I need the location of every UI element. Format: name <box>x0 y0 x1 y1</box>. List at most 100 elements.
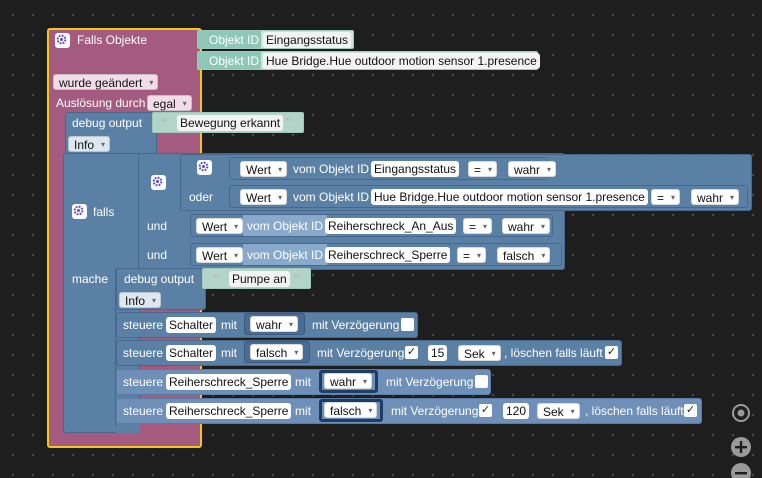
open-quote-icon: “ <box>213 271 220 286</box>
trigger-changed-dropdown[interactable]: wurde geändert ▾ <box>53 74 159 90</box>
property-dropdown[interactable]: Wert ▾ <box>196 218 244 234</box>
delay-checkbox[interactable]: ✓ <box>479 404 492 417</box>
object-field[interactable]: Reiherschreck_Sperre <box>166 374 292 390</box>
chevron-down-icon: ▾ <box>182 99 187 108</box>
zoom-in-button[interactable] <box>730 436 752 458</box>
object-field[interactable]: Schalter <box>166 345 217 361</box>
value-value: wahr <box>697 191 724 205</box>
clear-checkbox[interactable]: ✓ <box>605 346 618 359</box>
from-object-label: vom Objekt ID <box>247 248 324 262</box>
steuere-label: steuere <box>123 375 164 389</box>
chevron-down-icon: ▾ <box>294 348 299 357</box>
mit-label: mit <box>295 375 311 389</box>
property-value: Wert <box>246 191 272 205</box>
mit-label: mit <box>221 318 237 332</box>
object-field[interactable]: Hue Bridge.Hue outdoor motion sensor 1.p… <box>371 189 648 205</box>
zoom-out-icon <box>731 463 751 478</box>
value-dropdown[interactable]: falsch ▾ <box>497 247 551 263</box>
delay-label: mit Verzögerung <box>317 346 405 360</box>
clear-checkbox[interactable]: ✓ <box>684 404 697 417</box>
object-id-value[interactable]: Hue Bridge.Hue outdoor motion sensor 1.p… <box>263 53 540 69</box>
close-quote-icon: ” <box>293 271 300 286</box>
condition-3-tint <box>243 215 327 236</box>
chevron-down-icon: ▾ <box>368 406 373 415</box>
unit-dropdown[interactable]: Sek ▾ <box>537 403 580 419</box>
gear-icon[interactable] <box>197 160 212 175</box>
chevron-down-icon: ▾ <box>234 222 239 231</box>
operator-value: = <box>474 163 482 177</box>
debug-output-label: debug output <box>124 272 195 286</box>
property-value: Wert <box>246 163 272 177</box>
clear-label: , löschen falls läuft <box>585 404 684 418</box>
if-mache-label: mache <box>72 272 109 286</box>
operator-dropdown[interactable]: = ▾ <box>651 189 681 205</box>
zoom-out-button[interactable] <box>730 462 752 478</box>
debug-text[interactable]: Bewegung erkannt <box>177 115 284 131</box>
chevron-down-icon: ▾ <box>477 251 482 260</box>
delay-checkbox[interactable] <box>475 375 488 388</box>
gear-icon[interactable] <box>72 204 87 219</box>
delay-number[interactable]: 15 <box>428 345 448 361</box>
value-dropdown[interactable]: wahr ▾ <box>250 316 299 332</box>
value-value: wahr <box>256 318 283 332</box>
steuere-label: steuere <box>123 404 164 418</box>
property-dropdown[interactable]: Wert ▾ <box>196 247 244 263</box>
chevron-down-icon: ▾ <box>152 296 157 305</box>
object-id-label-1: Objekt ID <box>209 33 260 47</box>
and-label-2: und <box>147 248 168 262</box>
steuere-label: steuere <box>123 318 164 332</box>
property-value: Wert <box>202 249 228 263</box>
chevron-down-icon: ▾ <box>671 193 676 202</box>
delay-number[interactable]: 120 <box>503 403 530 419</box>
object-field[interactable]: Reiherschreck_An_Aus <box>325 218 457 234</box>
debug-text[interactable]: Pumpe an <box>229 271 290 287</box>
value-dropdown[interactable]: wahr ▾ <box>508 161 557 177</box>
object-field[interactable]: Reiherschreck_Sperre <box>166 403 292 419</box>
debug-level-dropdown[interactable]: Info ▾ <box>119 292 162 308</box>
delay-label: mit Verzögerung <box>312 318 400 332</box>
chevron-down-icon: ▾ <box>234 251 239 260</box>
recenter-button[interactable] <box>731 403 751 423</box>
value-value: falsch <box>503 249 535 263</box>
object-field[interactable]: Eingangsstatus <box>371 161 460 177</box>
target-icon <box>732 404 750 422</box>
chevron-down-icon: ▾ <box>541 222 546 231</box>
object-field[interactable]: Reiherschreck_Sperre <box>325 247 451 263</box>
action-block-3[interactable] <box>116 369 491 395</box>
gear-icon[interactable] <box>151 175 166 190</box>
debug-level-dropdown[interactable]: Info ▾ <box>68 136 111 152</box>
value-block-selected[interactable] <box>319 399 383 422</box>
trigger-by-dropdown[interactable]: egal ▾ <box>147 95 192 111</box>
operator-dropdown[interactable]: = ▾ <box>463 218 493 234</box>
object-id-value[interactable]: Eingangsstatus <box>263 32 352 48</box>
operator-dropdown[interactable]: = ▾ <box>457 247 487 263</box>
and-label-1: und <box>147 219 168 233</box>
chevron-down-icon: ▾ <box>541 251 546 260</box>
value-dropdown[interactable]: wahr ▾ <box>691 189 740 205</box>
chevron-down-icon: ▾ <box>149 78 154 87</box>
object-id-tint-1 <box>198 31 261 48</box>
delay-label: mit Verzögerung <box>391 404 479 418</box>
delay-checkbox[interactable]: ✓ <box>405 346 418 359</box>
value-value: wahr <box>330 375 357 389</box>
value-dropdown[interactable]: falsch ▾ <box>324 402 378 418</box>
delay-checkbox[interactable] <box>401 318 414 331</box>
value-dropdown[interactable]: wahr ▾ <box>502 218 551 234</box>
property-dropdown[interactable]: Wert ▾ <box>240 189 288 205</box>
value-dropdown[interactable]: falsch ▾ <box>250 344 304 360</box>
chevron-down-icon: ▾ <box>547 165 552 174</box>
value-dropdown[interactable]: wahr ▾ <box>324 373 373 389</box>
value-value: wahr <box>508 220 535 234</box>
operator-value: = <box>657 191 665 205</box>
trigger-by-value: egal <box>153 97 176 111</box>
property-dropdown[interactable]: Wert ▾ <box>240 161 288 177</box>
object-field[interactable]: Schalter <box>166 317 217 333</box>
text-block[interactable]: “ Pumpe an ” <box>202 268 311 289</box>
operator-dropdown[interactable]: = ▾ <box>468 161 498 177</box>
trigger-by-label: Auslösung durch <box>56 96 146 110</box>
gear-icon[interactable] <box>55 33 70 48</box>
text-block[interactable]: “ Bewegung erkannt ” <box>152 112 304 133</box>
mit-label: mit <box>295 404 311 418</box>
unit-dropdown[interactable]: Sek ▾ <box>458 345 501 361</box>
value-block-selected[interactable] <box>319 370 378 393</box>
